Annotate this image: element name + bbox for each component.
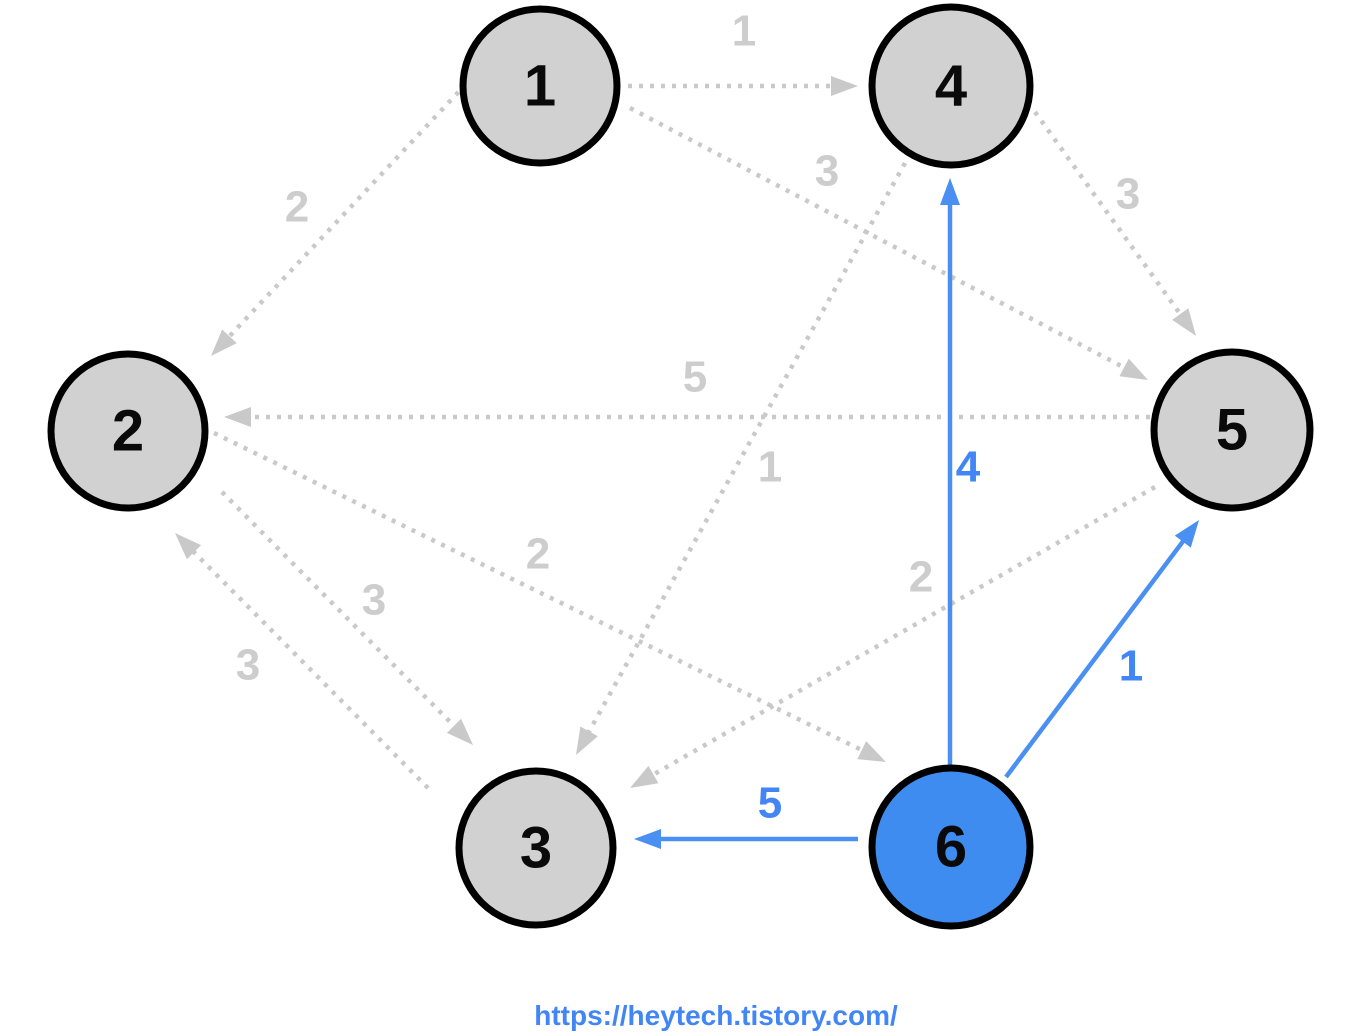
edge-weight-1-4: 1 (732, 7, 756, 56)
node-circle (1150, 348, 1314, 512)
edge-line-dotted (628, 106, 1131, 373)
edge-weight-3-2: 3 (236, 641, 260, 690)
node-label-6: 6 (935, 815, 967, 880)
node-label-4: 4 (935, 54, 967, 119)
arrowhead-icon (634, 829, 661, 849)
edge-2-3: 3 (220, 490, 473, 745)
node-circle (47, 350, 209, 512)
arrowhead-icon (831, 76, 858, 96)
edge-line-dotted (220, 490, 460, 732)
edge-6-3: 5 (634, 779, 858, 849)
edge-weight-6-4: 4 (956, 443, 981, 492)
edge-1-4: 1 (628, 7, 858, 96)
edge-6-4: 4 (940, 178, 981, 768)
arrowhead-icon (224, 407, 251, 427)
edge-5-2: 5 (224, 353, 1150, 427)
edge-weight-5-2: 5 (683, 353, 707, 402)
node-label-1: 1 (524, 54, 556, 119)
edge-weight-2-3: 3 (362, 576, 386, 625)
arrowhead-icon (1174, 520, 1199, 548)
arrowhead-icon (857, 741, 886, 762)
edge-2-6: 2 (213, 430, 886, 762)
edge-weight-4-3: 1 (758, 443, 782, 492)
node-4: 4 (868, 3, 1034, 169)
node-6: 6 (868, 764, 1034, 930)
node-1: 1 (459, 5, 621, 167)
edge-4-3: 1 (576, 161, 907, 755)
edge-weight-5-3: 2 (909, 553, 933, 602)
edge-line-dotted (584, 161, 907, 738)
arrowhead-icon (211, 329, 237, 356)
edge-line-dotted (1033, 110, 1186, 321)
edge-3-2: 3 (175, 533, 430, 790)
arrowhead-icon (446, 718, 473, 745)
source-url: https://heytech.tistory.com/ (534, 1000, 898, 1031)
edge-weight-1-5: 3 (815, 147, 839, 196)
node-label-2: 2 (112, 399, 144, 464)
edge-5-3: 2 (630, 485, 1157, 788)
edge-weight-6-3: 5 (758, 779, 782, 828)
node-circle-highlighted (868, 764, 1034, 930)
edge-line-solid (1004, 535, 1189, 779)
edge-weight-1-2: 2 (285, 183, 309, 232)
arrowhead-icon (1172, 308, 1196, 336)
edge-weight-4-5: 3 (1116, 170, 1140, 219)
node-label-5: 5 (1216, 398, 1248, 463)
edge-line-dotted (213, 430, 869, 755)
node-label-3: 3 (520, 816, 552, 881)
node-circle (455, 767, 617, 929)
arrowhead-icon (630, 765, 659, 788)
edge-line-dotted (647, 485, 1157, 780)
node-circle (459, 5, 621, 167)
arrowhead-icon (175, 533, 202, 560)
node-3: 3 (455, 767, 617, 929)
edge-line-dotted (188, 546, 430, 790)
node-2: 2 (47, 350, 209, 512)
node-circle (868, 3, 1034, 169)
arrowhead-icon (576, 726, 598, 755)
edge-6-5: 1 (1004, 520, 1199, 779)
arrowhead-icon (940, 178, 960, 205)
edge-4-5: 3 (1033, 110, 1196, 336)
arrowhead-icon (1119, 358, 1148, 380)
edge-1-5: 3 (628, 106, 1148, 380)
edge-weight-2-6: 2 (526, 530, 550, 579)
edge-weight-6-5: 1 (1119, 642, 1143, 691)
node-5: 5 (1150, 348, 1314, 512)
edge-line-dotted (223, 82, 468, 343)
edge-1-2: 2 (211, 82, 468, 356)
